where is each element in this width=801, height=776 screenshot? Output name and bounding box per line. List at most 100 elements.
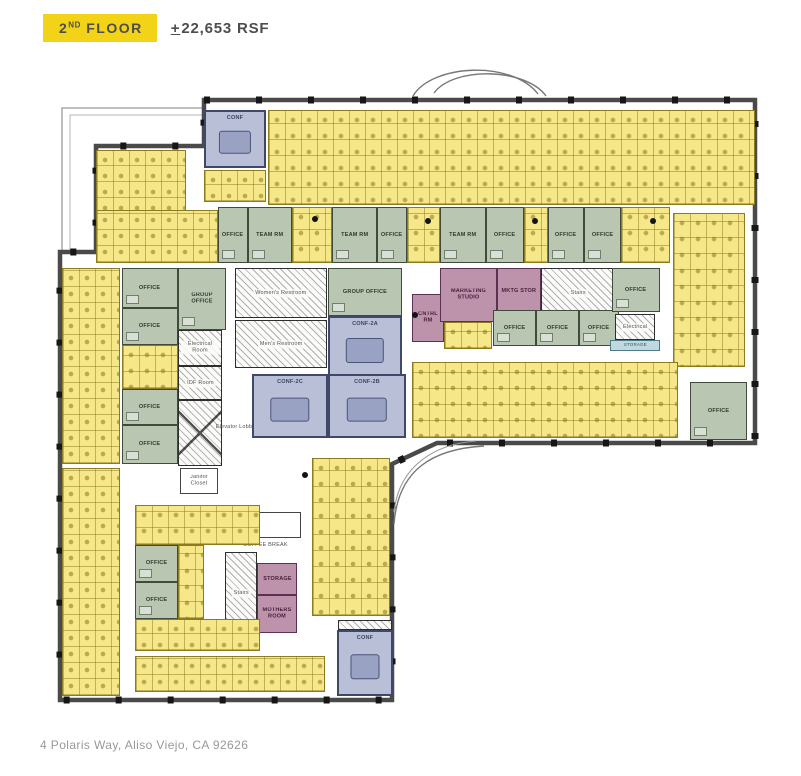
room-label: OFFICE [503, 324, 526, 331]
room-label: OFFICE [555, 231, 577, 238]
room-group-office-right: GROUP OFFICE [328, 268, 402, 316]
room-label: TEAM RM [340, 231, 369, 238]
room-open-under-conf [204, 170, 266, 202]
room-label: Janitor Closet [190, 474, 208, 487]
terrace-outline [61, 107, 204, 250]
room-storage-2: STORAGE [257, 563, 297, 595]
room-office-tr: OFFICE [612, 268, 660, 312]
room-janitor-closet: Janitor Closet [180, 468, 218, 494]
room-office-r2-4: OFFICE [548, 207, 584, 263]
room-open-center [412, 362, 678, 438]
room-label: CONF [226, 115, 244, 121]
room-conf-2a: CONF-2A [328, 316, 402, 378]
room-conf-2c: CONF-2C [252, 374, 328, 438]
structural-column [412, 312, 418, 318]
room-office-l2: OFFICE [122, 308, 178, 345]
room-office-r2-1: OFFICE [218, 207, 248, 263]
room-stairs-top: Stairs [541, 268, 615, 318]
room-label: OFFICE [145, 597, 168, 603]
room-electrical-2: Electrical [615, 314, 655, 340]
room-open-r2-d [621, 207, 670, 263]
room-office-r2-2: OFFICE [377, 207, 407, 263]
room-conf-topleft: CONF [204, 110, 266, 168]
structural-column [425, 218, 431, 224]
room-label: GROUP OFFICE [342, 288, 388, 295]
room-hatch-strip [338, 620, 392, 630]
curved-wall-arc-inner [393, 440, 477, 513]
structural-column [302, 472, 308, 478]
structural-column [532, 218, 538, 224]
header: 2ND FLOOR +22,653 RSF [43, 14, 269, 42]
room-open-r2-c [524, 207, 548, 263]
room-label: OFFICE [625, 286, 647, 293]
room-womens-restroom: Women's Restroom [235, 268, 327, 318]
room-label: Men's Restroom [257, 340, 305, 348]
room-open-right-col [673, 213, 745, 367]
room-label: MOTHERS ROOM [262, 607, 292, 620]
room-label: GROUP OFFICE [191, 292, 213, 305]
room-office-l1: OFFICE [122, 268, 178, 308]
room-office-right-bottom: OFFICE [690, 382, 747, 440]
room-open-row2-left [96, 210, 218, 263]
structural-column [650, 218, 656, 224]
room-label: IDF Room [184, 379, 216, 387]
address: 4 Polaris Way, Aliso Viejo, CA 92626 [40, 738, 249, 752]
terrace-outline-inner [69, 114, 204, 250]
room-label: Elevator Lobby [215, 423, 255, 430]
room-team-rm-2: TEAM RM [332, 207, 377, 263]
conference-table [345, 338, 385, 363]
room-electrical-room: Electrical Room [178, 330, 222, 366]
room-label: OFFICE [139, 323, 161, 329]
curved-wall-arc [393, 445, 485, 525]
room-label: Women's Restroom [253, 289, 309, 297]
room-open-top [268, 110, 755, 205]
room-office-l3: OFFICE [122, 389, 178, 425]
room-label: MARKETING STUDIO [450, 288, 487, 301]
room-idf-room: IDF Room [178, 366, 222, 400]
room-open-r2-b [407, 207, 440, 263]
room-label: MKTG STOR [501, 287, 537, 294]
room-label: CONF-2A [352, 321, 378, 327]
room-label: STORAGE [623, 343, 647, 348]
floor-badge: 2ND FLOOR [43, 14, 157, 42]
room-open-mktg [444, 322, 492, 349]
room-open-left-col-lower [62, 468, 120, 696]
rsf-plusminus: + [170, 19, 181, 37]
room-label: OFFICE [381, 231, 403, 238]
exterior-columns [56, 96, 759, 704]
room-label: OFFICE [546, 324, 569, 331]
room-office-l4: OFFICE [122, 425, 178, 464]
room-open-left-col [62, 268, 120, 464]
room-label: STORAGE [262, 575, 292, 582]
room-label: OFFICE [494, 231, 516, 238]
room-label: OFFICE [588, 324, 610, 331]
room-team-rm-3: TEAM RM [440, 207, 486, 263]
room-office-bl-1: OFFICE [135, 545, 178, 582]
room-mothers-room: MOTHERS ROOM [257, 595, 297, 633]
room-label: CONF [356, 635, 374, 641]
room-open-l-mid [122, 345, 178, 389]
floor-number: 2 [59, 20, 69, 36]
room-label: Stairs [568, 289, 588, 297]
room-label: Electrical [621, 323, 649, 331]
room-label: OFFICE [139, 403, 161, 410]
room-mktg-stor: MKTG STOR [497, 268, 541, 314]
room-open-bottom-row [135, 656, 325, 692]
canopy-arc [433, 73, 547, 97]
room-office-r2-3: OFFICE [486, 207, 524, 263]
room-open-bl-row2 [135, 619, 260, 651]
rsf-value: 22,653 RSF [181, 19, 270, 37]
room-label: OFFICE [145, 560, 168, 566]
room-group-office-left: GROUP OFFICE [178, 268, 226, 330]
room-marketing-studio: MARKETING STUDIO [440, 268, 497, 322]
conference-table [350, 653, 380, 680]
room-label: Stairs [231, 589, 251, 597]
room-office-r2-5: OFFICE [584, 207, 621, 263]
conference-table [346, 397, 388, 422]
room-elevators [178, 400, 222, 466]
room-office-c2: OFFICE [536, 310, 579, 346]
conference-table [218, 130, 252, 154]
room-conf-bottom: CONF [337, 630, 393, 696]
room-label: TEAM RM [449, 231, 477, 238]
